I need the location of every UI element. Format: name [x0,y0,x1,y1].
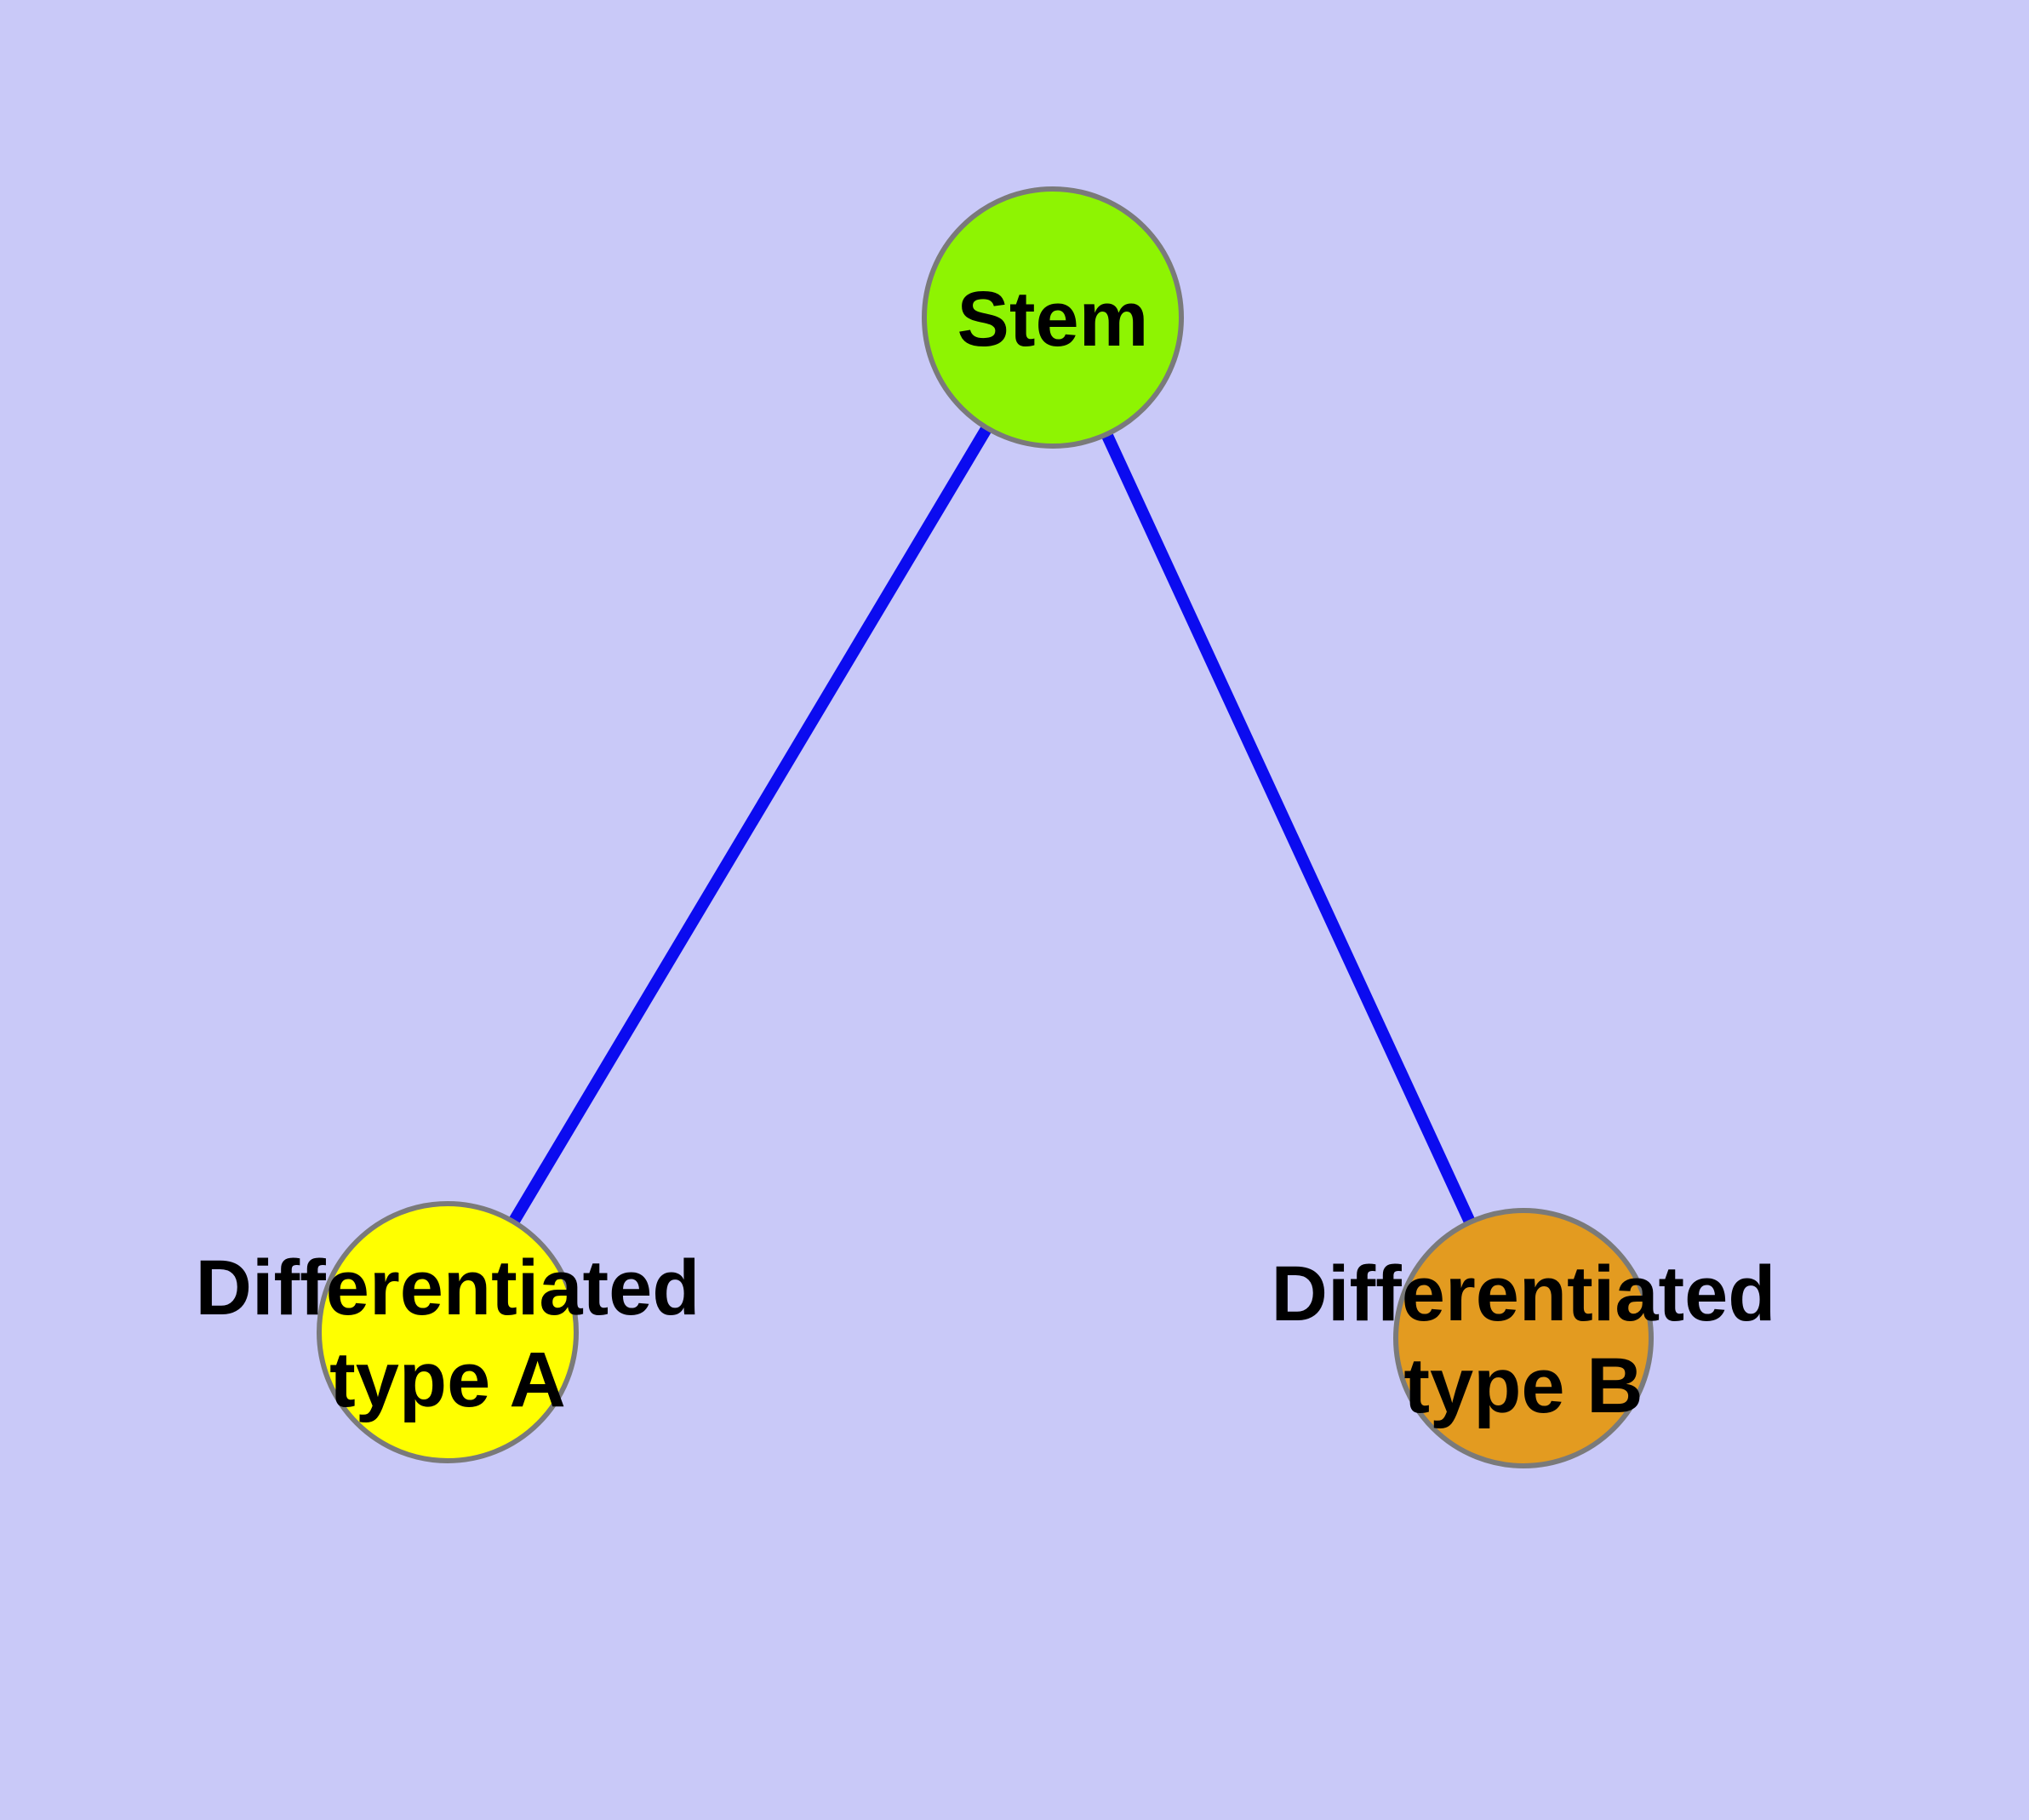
type-b-node [1393,1208,1654,1468]
edge-stem-to-type-b [1047,315,1529,1341]
edge-stem-to-type-a [442,314,1059,1336]
stem-node-label: Stem [957,276,1149,363]
type-b-label-line-2: type B [1403,1342,1643,1429]
type-a-label-line-2: type A [329,1336,566,1423]
type-a-label-line-1: Differentiated [196,1245,700,1331]
type-a-node [317,1201,579,1463]
stem-node [922,186,1184,449]
type-b-label-line-1: Differentiated [1272,1251,1776,1337]
